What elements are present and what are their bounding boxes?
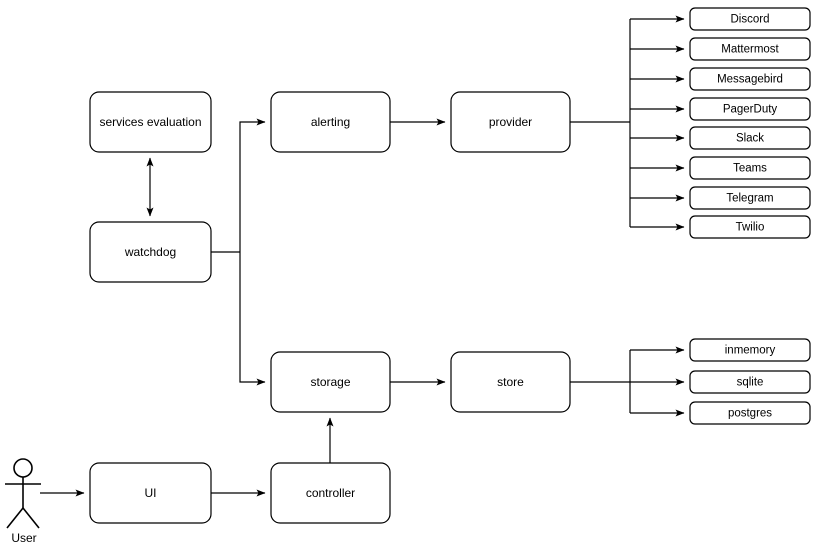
- leaf-provider-label: Slack: [736, 133, 764, 145]
- node-storage-label: storage: [310, 375, 350, 389]
- node-services-evaluation[interactable]: services evaluation: [89, 91, 212, 153]
- leaf-provider-twilio[interactable]: Twilio: [689, 215, 811, 239]
- leaf-provider-label: Messagebird: [717, 74, 783, 86]
- leaf-provider-label: Discord: [731, 14, 770, 26]
- leaf-provider-label: Telegram: [726, 193, 773, 205]
- leaf-store-label: inmemory: [725, 345, 776, 357]
- stick-figure-actor-icon: [13, 458, 33, 478]
- node-storage[interactable]: storage: [270, 351, 391, 413]
- leaf-provider-label: Teams: [733, 163, 767, 175]
- leaf-store-label: sqlite: [737, 377, 764, 389]
- edge-watchdog-branch: [211, 118, 266, 386]
- leaf-provider-pagerduty[interactable]: PagerDuty: [689, 97, 811, 121]
- leaf-store-postgres[interactable]: postgres: [689, 401, 811, 425]
- node-watchdog[interactable]: watchdog: [89, 221, 212, 283]
- edge-store-fanout: [570, 346, 685, 417]
- node-controller[interactable]: controller: [270, 462, 391, 524]
- node-alerting-label: alerting: [311, 115, 350, 129]
- node-provider[interactable]: provider: [450, 91, 571, 153]
- leaf-provider-discord[interactable]: Discord: [689, 7, 811, 31]
- leaf-store-label: postgres: [728, 408, 772, 420]
- leaf-provider-label: Mattermost: [721, 44, 779, 56]
- leaf-provider-label: Twilio: [736, 222, 765, 234]
- actor-user: User: [5, 458, 41, 545]
- leaf-provider-telegram[interactable]: Telegram: [689, 186, 811, 210]
- leaf-provider-slack[interactable]: Slack: [689, 126, 811, 150]
- node-watchdog-label: watchdog: [124, 245, 176, 259]
- leaf-store-inmemory[interactable]: inmemory: [689, 338, 811, 362]
- node-services-evaluation-label: services evaluation: [99, 115, 201, 129]
- node-store-label: store: [497, 375, 524, 389]
- node-alerting[interactable]: alerting: [270, 91, 391, 153]
- leaf-provider-messagebird[interactable]: Messagebird: [689, 67, 811, 91]
- node-store[interactable]: store: [450, 351, 571, 413]
- leaf-provider-label: PagerDuty: [723, 104, 778, 116]
- leaf-store-sqlite[interactable]: sqlite: [689, 370, 811, 394]
- node-ui[interactable]: UI: [89, 462, 212, 524]
- edge-provider-fanout: [570, 15, 685, 231]
- node-ui-label: UI: [145, 486, 157, 500]
- actor-label: User: [11, 531, 36, 545]
- leaf-provider-mattermost[interactable]: Mattermost: [689, 37, 811, 61]
- leaf-provider-teams[interactable]: Teams: [689, 156, 811, 180]
- node-controller-label: controller: [306, 486, 355, 500]
- node-provider-label: provider: [489, 115, 532, 129]
